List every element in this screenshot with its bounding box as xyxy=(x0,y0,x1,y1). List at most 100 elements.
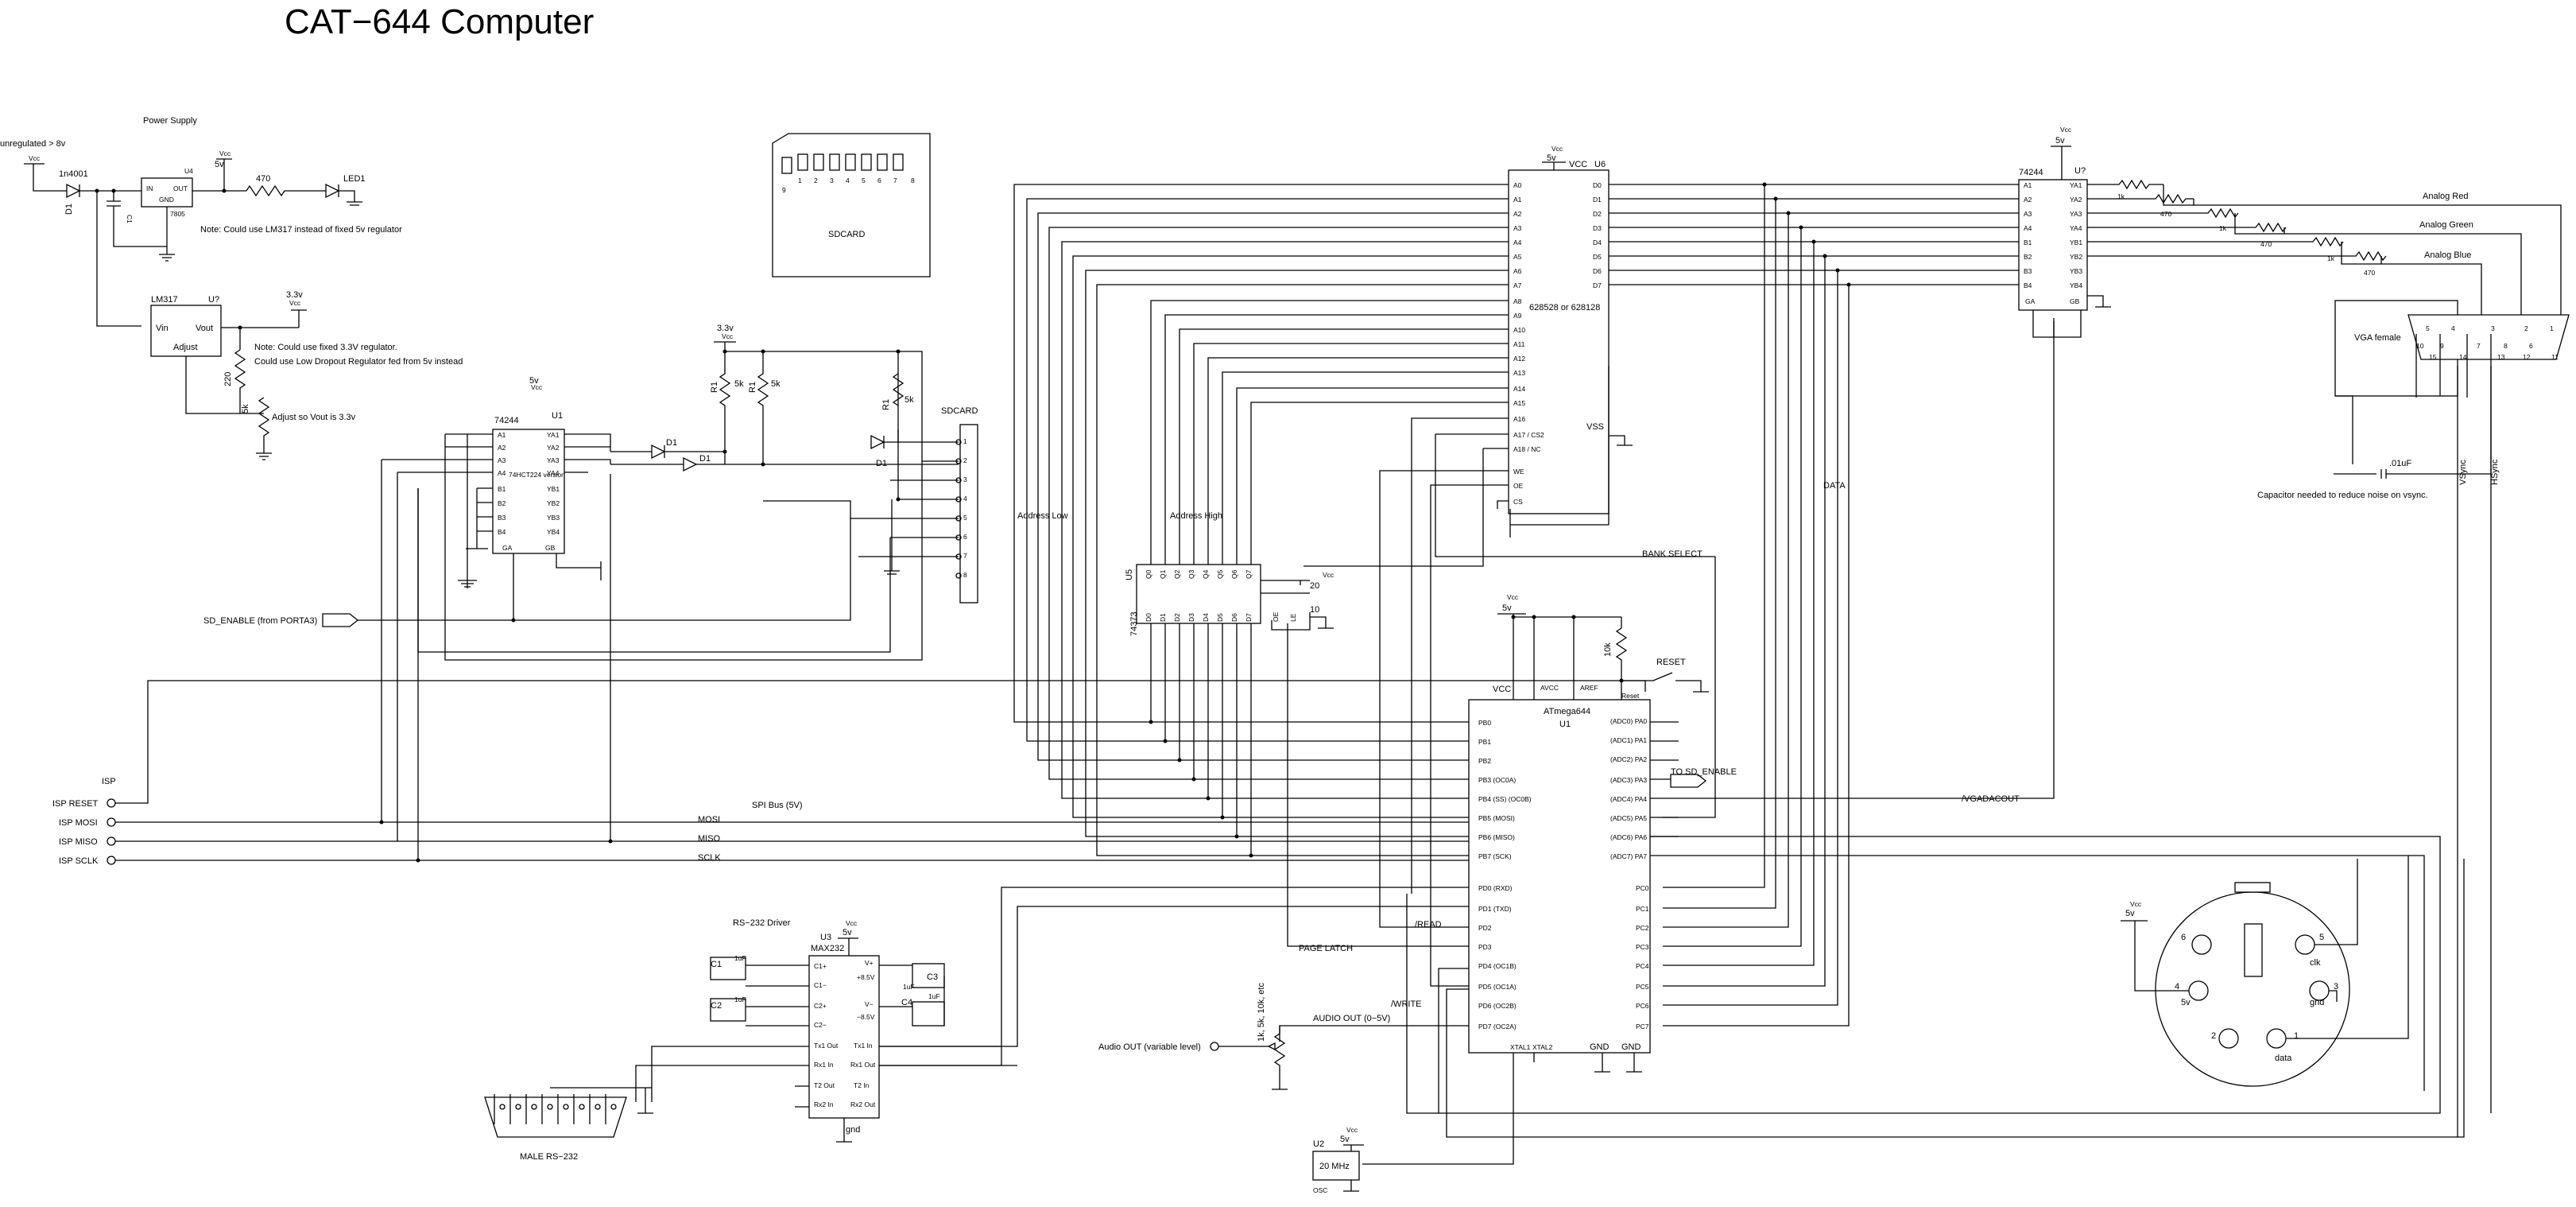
reset-switch-label: RESET xyxy=(1656,658,1686,667)
mcu-pc: PC7 xyxy=(1636,1023,1649,1030)
sd-pin7: 7 xyxy=(893,177,897,184)
conn-pin: 3 xyxy=(963,475,967,483)
vga-pin-a4: A4 xyxy=(2024,224,2032,232)
power-supply: Power Supply unregulated > 8v Vcc 1n4001… xyxy=(0,116,463,460)
isp-sclk-label: ISP SCLK xyxy=(59,856,99,866)
sram-addr: A8 xyxy=(1513,297,1522,305)
latch-out: Q6 xyxy=(1230,569,1238,579)
sd-pin4: 4 xyxy=(846,177,850,184)
sram-vss: VSS xyxy=(1586,422,1604,432)
latch-out: Q5 xyxy=(1216,569,1224,579)
latch-in: D5 xyxy=(1216,613,1224,622)
ga-label: GA xyxy=(502,544,513,552)
v5-label: 5v xyxy=(215,160,224,169)
mcu-pd: PD0 (RXD) xyxy=(1478,884,1513,892)
lm317-label: LM317 xyxy=(151,295,178,305)
ps2-pin-2: 2 xyxy=(2211,1031,2216,1041)
sram-addr: A0 xyxy=(1513,181,1522,189)
vga-pin-ya1: YA1 xyxy=(2070,181,2082,189)
diode-symbol xyxy=(66,183,81,199)
db9-connector xyxy=(484,1096,627,1138)
rs232-rpin: +8.5V xyxy=(857,973,875,981)
vga-pin-9: 9 xyxy=(2440,342,2444,350)
mcu-pd: PD1 (TXD) xyxy=(1478,905,1512,913)
sd-pin8: 8 xyxy=(911,177,915,184)
pin-label: B2 xyxy=(498,499,506,507)
sram-addr: A2 xyxy=(1513,210,1522,218)
vga-pin-5: 5 xyxy=(2426,324,2430,332)
mcu-ref: U1 xyxy=(1559,720,1571,729)
mcu-pc: PC4 xyxy=(1636,962,1649,970)
pin-label: B4 xyxy=(498,528,506,536)
vga-pin-1: 1 xyxy=(2550,324,2554,332)
mcu-gnd: GND xyxy=(1590,1042,1610,1052)
vga-pin-11: 11 xyxy=(2551,353,2559,361)
latch-le: LE xyxy=(1289,613,1297,622)
osc-label: 20 MHz xyxy=(1319,1162,1350,1171)
mcu-pc: PC1 xyxy=(1636,905,1649,913)
vcc-label: Vcc xyxy=(1551,145,1563,153)
u1-buffer-name: 74244 xyxy=(494,416,519,425)
mcu-xtal1: XTAL1 xyxy=(1510,1043,1531,1051)
led-label: LED1 xyxy=(343,174,366,184)
sd-enable-port: SD_ENABLE (from PORTA3) xyxy=(203,518,851,627)
mcu-pd: PD5 (OC1A) xyxy=(1478,983,1517,991)
sram-addr: A15 xyxy=(1513,399,1525,407)
r470-label: 470 xyxy=(2260,240,2272,248)
mcu-pa: (ADC0) PA0 xyxy=(1610,717,1647,725)
note2a: Note: Could use fixed 3.3V regulator. xyxy=(254,343,397,352)
ps2-clk-label: clk xyxy=(2310,958,2321,968)
vcc-label: Vcc xyxy=(1323,571,1334,579)
pin-20-label: 20 xyxy=(1310,581,1319,591)
r5k-label: 5k xyxy=(905,395,914,405)
audio-out-label: Audio OUT (variable level) xyxy=(1098,1042,1201,1052)
r1-label: R1 xyxy=(748,382,757,393)
sclk-net: SCLK xyxy=(698,853,721,863)
sram-data: D7 xyxy=(1593,281,1602,289)
adjust-label: Adjust xyxy=(173,343,198,352)
mcu-gnd: GND xyxy=(1621,1042,1641,1052)
c3-label: C3 xyxy=(927,972,938,982)
vga-pin-10: 10 xyxy=(2416,342,2424,350)
mcu-pd: PD7 (OC2A) xyxy=(1478,1023,1517,1030)
ps2-5v-label: 5v xyxy=(2181,998,2191,1007)
pot-label: 1k, 5k, 10k, etc xyxy=(1257,983,1266,1042)
vsync-cap-note: Capacitor needed to reduce noise on vsyn… xyxy=(2257,491,2428,500)
u2-oscillator: U2 20 MHz OSC Vcc 5v xyxy=(1312,1126,1364,1194)
analog-blue-label: Analog Blue xyxy=(2424,250,2471,260)
u7-label: U? xyxy=(208,295,219,305)
cap-label: 1uF xyxy=(928,992,940,1000)
pin-label: YA4 xyxy=(547,469,560,477)
sd-pin1: 1 xyxy=(798,177,802,184)
latch-name: 74373 xyxy=(1129,611,1139,636)
vga-pin-ya3: YA3 xyxy=(2070,210,2082,218)
mcu-pa: (ADC1) PA1 xyxy=(1610,736,1647,744)
sram-addr: A1 xyxy=(1513,196,1522,204)
sram-addr: A4 xyxy=(1513,239,1522,246)
osc-type: OSC xyxy=(1313,1186,1327,1194)
v33-label: 3.3v xyxy=(717,324,734,333)
u1-variant: 74HCT224 version xyxy=(509,471,565,479)
d1-label: D1 xyxy=(699,454,711,464)
db9-label: MALE RS−232 xyxy=(520,1152,578,1162)
latch-out: Q1 xyxy=(1159,569,1167,579)
mcu-pc: PC3 xyxy=(1636,943,1649,951)
vga-pin-12: 12 xyxy=(2523,353,2531,361)
mcu-pc: PC5 xyxy=(1636,983,1649,991)
mcu-pa: (ADC2) PA2 xyxy=(1610,755,1647,763)
sram-vcc: VCC xyxy=(1569,160,1587,169)
sram-addr: A7 xyxy=(1513,281,1522,289)
vga-pin-6: 6 xyxy=(2529,342,2533,350)
vga-pin-ya4: YA4 xyxy=(2070,224,2082,232)
ic-label: 7805 xyxy=(170,210,185,218)
sram-data: D6 xyxy=(1593,267,1602,275)
c1-label: C1 xyxy=(126,215,134,223)
sram-data: D1 xyxy=(1593,196,1602,204)
u1-5v-label: 5v xyxy=(529,376,539,386)
sram-ctrl: OE xyxy=(1513,482,1524,490)
ps2-data-label: data xyxy=(2275,1054,2292,1063)
vcc-label: Vcc xyxy=(1507,593,1519,601)
sram-addr: A16 xyxy=(1513,415,1525,423)
u5-latch: U5 74373 Q0 Q1 Q2 Q3 Q4 Q5 Q6 Q7 D0 D1 D… xyxy=(1017,511,1469,953)
